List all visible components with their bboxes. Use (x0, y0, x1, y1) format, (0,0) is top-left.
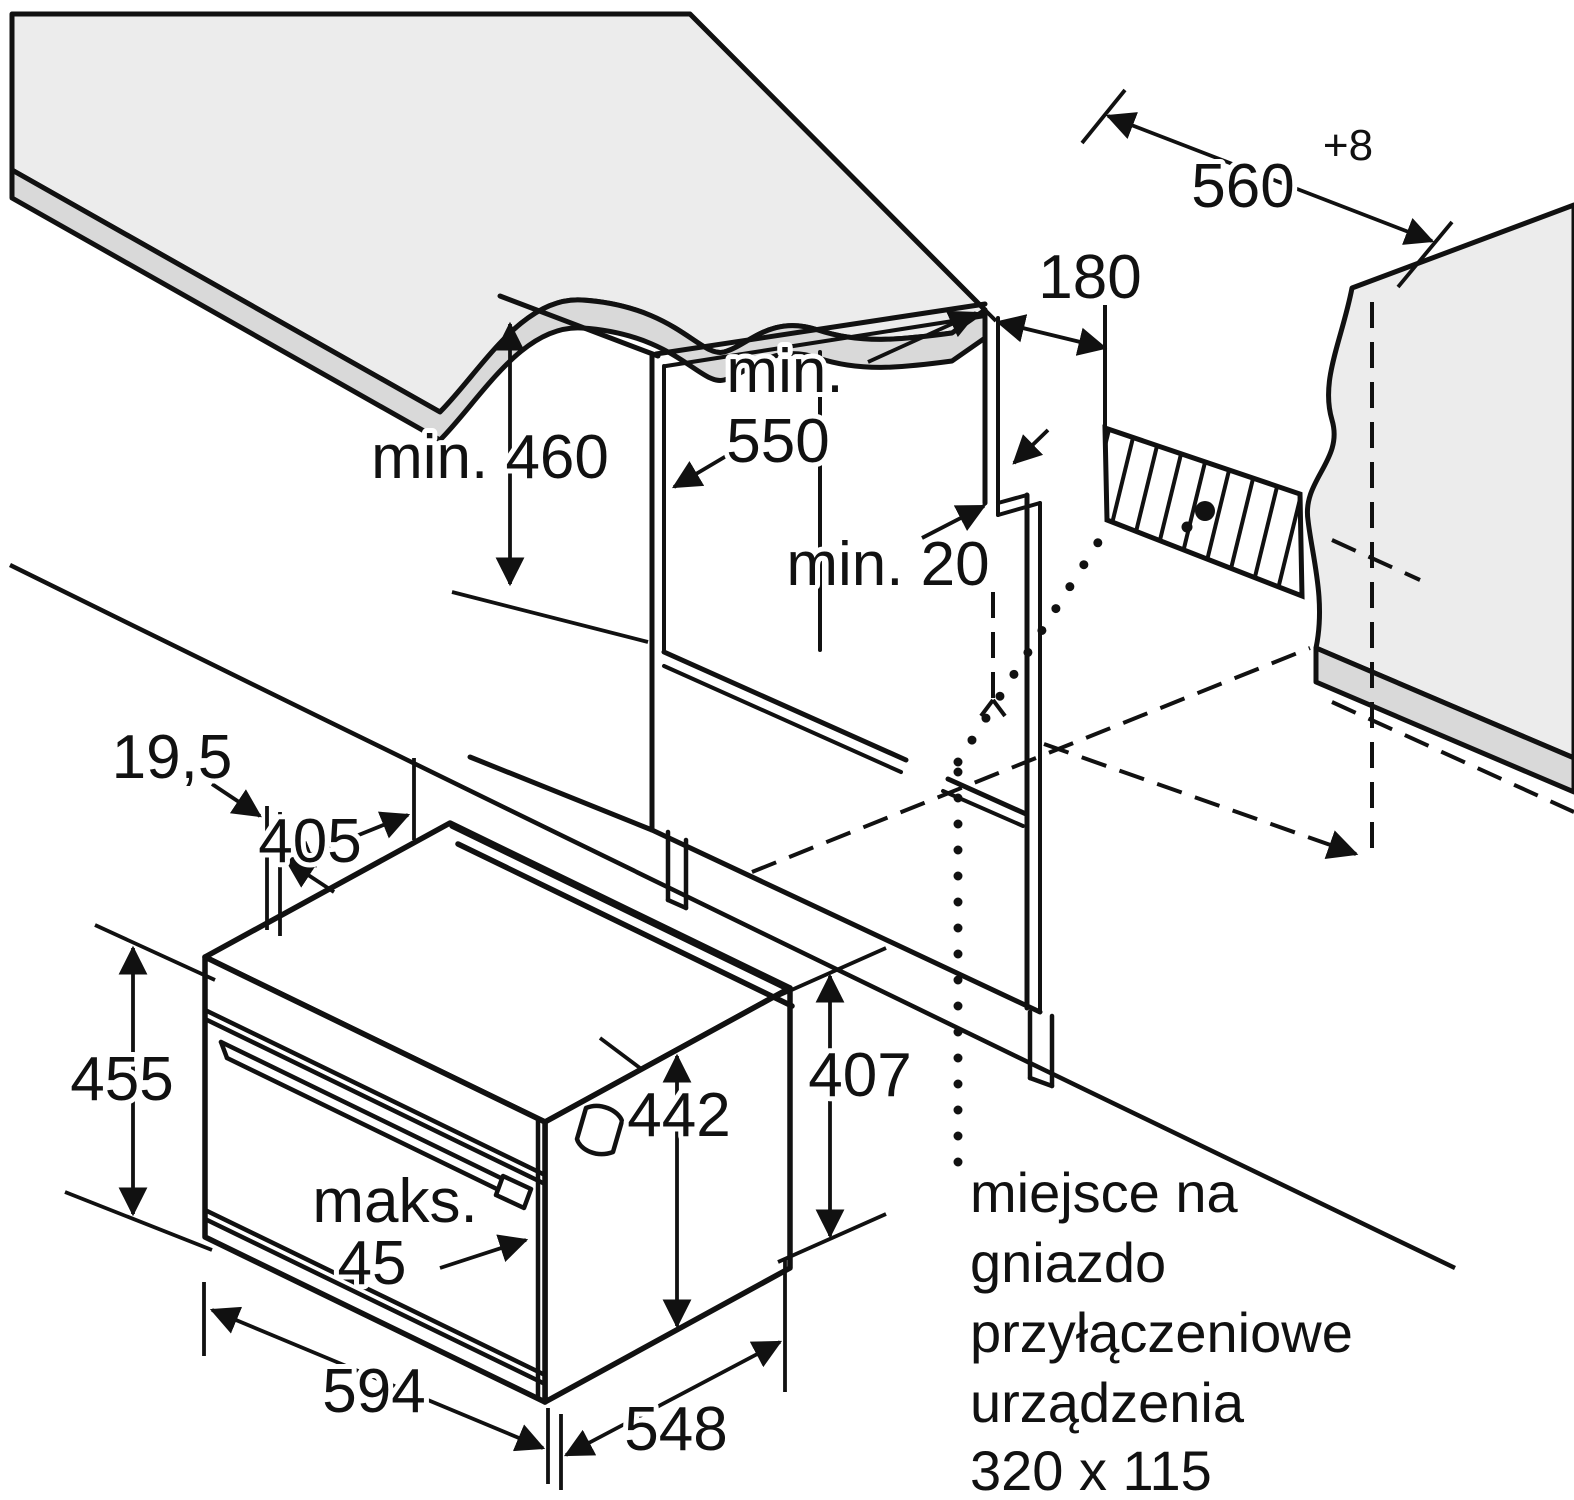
socket-dot-large (1195, 501, 1215, 521)
label-niche-depth-2: 550 (726, 407, 829, 476)
label-front-width: 594 (322, 1357, 425, 1426)
dim-body-height (598, 1036, 692, 1329)
label-door-gap: 19,5 (112, 723, 233, 792)
label-niche-width: 560 (1191, 152, 1294, 221)
cabinet-legs (665, 829, 1055, 1089)
dim-body-depth (563, 1340, 783, 1457)
oven-side-handle-cutout (574, 1103, 625, 1157)
socket-cutout (1102, 305, 1305, 600)
socket-note: miejsce na gniazdo przyłączeniowe urządz… (965, 1156, 1358, 1500)
dim-niche-height (451, 321, 649, 644)
hidden-edge-break-mark (979, 698, 1007, 718)
dim-door-depth (284, 758, 416, 868)
label-door-protrusion-1: maks. (312, 1167, 477, 1236)
note-line-1: miejsce na (970, 1161, 1239, 1224)
label-niche-height: min. 460 (371, 423, 609, 492)
hidden-width-arrow (1043, 742, 1359, 860)
dim-socket-offset (995, 314, 1108, 356)
note-line-5: 320 x 115 (970, 1439, 1212, 1500)
oven-handle (218, 1039, 534, 1211)
oven (202, 820, 795, 1405)
dim-door-protrusion (439, 1234, 529, 1270)
label-niche-depth-1: min. (726, 337, 843, 406)
dim-rear-gap (921, 428, 1050, 540)
note-line-4: urządzenia (970, 1371, 1245, 1434)
dim-niche-width (1080, 88, 1454, 289)
label-body-height: 442 (627, 1081, 730, 1150)
dim-body-rear-height (777, 946, 887, 1264)
label-rear-gap: min. 20 (786, 530, 989, 599)
hidden-edges (751, 302, 1574, 874)
floor-line (9, 562, 1456, 1271)
dim-front-height (64, 923, 216, 1252)
wall-plinth (1313, 645, 1574, 795)
oven-back-rail (449, 823, 795, 1009)
note-line-3: przyłączeniowe (970, 1301, 1353, 1364)
socket-dot-small (1181, 521, 1193, 533)
cabinet-left-top-edge (497, 293, 661, 359)
dim-front-width (209, 1306, 546, 1452)
worktop (9, 11, 998, 443)
label-body-rear-height: 407 (808, 1041, 911, 1110)
wall-surface (1304, 202, 1574, 761)
label-door-depth: 405 (258, 807, 361, 876)
dimension-graphics (64, 88, 1454, 1490)
dim-niche-depth (672, 310, 979, 489)
label-door-protrusion-2: 45 (338, 1229, 407, 1298)
label-body-depth: 548 (624, 1395, 727, 1464)
label-front-height: 455 (70, 1045, 173, 1114)
label-socket-offset: 180 (1038, 243, 1141, 312)
tall-cabinet (467, 293, 1055, 1089)
dim-bottom-ticks (202, 1258, 787, 1490)
wall-panel (1304, 202, 1574, 795)
label-niche-width-tolerance: +8 (1323, 121, 1373, 170)
note-line-2: gniazdo (970, 1231, 1166, 1294)
